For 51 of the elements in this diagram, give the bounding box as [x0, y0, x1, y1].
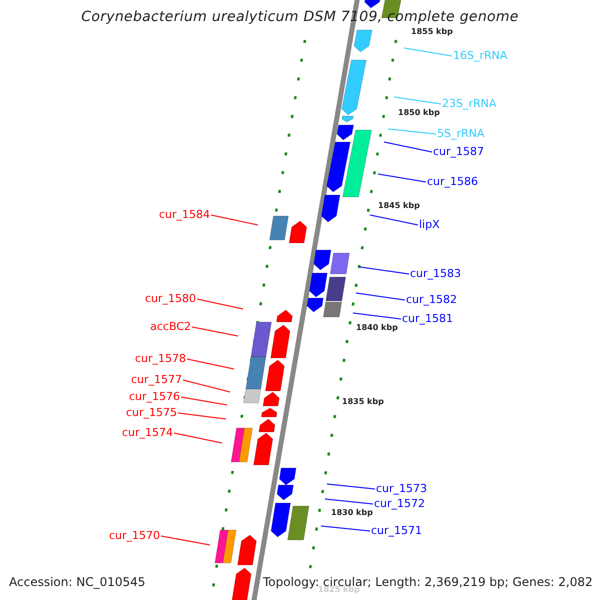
leader-line — [388, 128, 436, 134]
leader-line — [326, 484, 376, 490]
accession-text: Accession: NC_010545 — [9, 576, 146, 588]
gene-label: cur_1583 — [410, 268, 462, 279]
gene-label: cur_1584 — [158, 209, 210, 220]
leader-line — [210, 214, 258, 226]
gene-label: cur_1570 — [108, 530, 160, 541]
leader-line — [178, 412, 226, 420]
gene-label: cur_1576 — [128, 391, 180, 402]
leader-line — [404, 48, 452, 56]
leader-line — [320, 526, 370, 532]
gene-label: cur_1574 — [122, 427, 173, 438]
gene-label: cur_1572 — [374, 498, 426, 509]
gene-label: cur_1587 — [433, 146, 484, 157]
scale-label: 1840 kbp — [356, 324, 398, 332]
leader-line — [352, 312, 402, 320]
gene-label: lipX — [419, 219, 440, 230]
leader-line — [196, 298, 244, 310]
scale-label: 1845 kbp — [378, 202, 420, 210]
gene-label: cur_1575 — [126, 407, 177, 418]
leader-line — [186, 358, 234, 370]
scale-label: 1835 kbp — [342, 398, 384, 406]
gene-label: 23S_rRNA — [442, 98, 496, 109]
leader-line — [192, 326, 238, 336]
gene-label: cur_1586 — [427, 176, 478, 187]
gene-label: cur_1571 — [371, 525, 422, 536]
gene-label: cur_1578 — [134, 353, 186, 364]
gene-label: cur_1582 — [406, 294, 458, 305]
leader-line — [384, 142, 432, 152]
gene-label: cur_1573 — [376, 483, 428, 494]
scale-label: 1830 kbp — [331, 509, 373, 517]
title: Corynebacterium urealyticum DSM 7109, complete genome — [80, 10, 520, 24]
leader-line — [180, 396, 228, 406]
gene-label: cur_1580 — [144, 293, 196, 304]
leader-line — [370, 214, 418, 226]
scale-label: 1850 kbp — [398, 109, 440, 117]
gene-label: 16S_rRNA — [453, 50, 508, 61]
leader-line — [324, 498, 374, 504]
leader-line — [174, 432, 222, 444]
scale-label: 1855 kbp — [411, 28, 453, 36]
leader-line — [356, 292, 406, 300]
leader-line — [182, 380, 230, 392]
leader-line — [160, 536, 210, 546]
gene-label: 5S_rRNA — [437, 128, 484, 139]
leader-line — [360, 266, 410, 274]
genome-info-text: Topology: circular; Length: 2,369,219 bp; Genes: 2,082 — [263, 576, 593, 588]
gene-label: cur_1581 — [402, 313, 454, 324]
gene-label: accBC2 — [150, 321, 191, 332]
leader-line — [394, 96, 442, 104]
gene-label: cur_1577 — [130, 374, 182, 385]
leader-line — [378, 174, 426, 182]
